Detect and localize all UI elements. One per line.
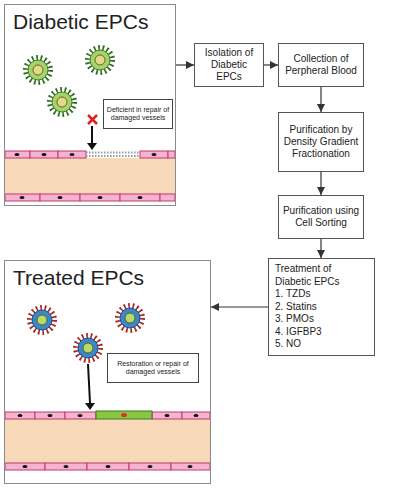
list-item: 1. TZDs	[275, 288, 310, 301]
node-label: Isolation of Diabetic EPCs	[198, 47, 260, 83]
cell-nucleus	[138, 196, 143, 199]
cell-nucleus	[188, 465, 193, 468]
process-box: Purification using Cell Sorting	[278, 195, 364, 239]
callout-arrow	[91, 126, 93, 143]
cell-nucleus	[70, 153, 75, 156]
flow-arrow	[320, 239, 321, 258]
callout-box: Restoration or repair of damaged vessels	[107, 353, 199, 383]
list-item: 5. NO	[275, 338, 301, 351]
diabetic-cell	[88, 48, 112, 72]
cell-nucleus	[148, 465, 153, 468]
endothelial-cell	[30, 151, 58, 158]
cell-nucleus	[78, 414, 83, 417]
endothelial-cell	[40, 194, 80, 201]
node-label: Purification using Cell Sorting	[282, 205, 360, 229]
box-heading: Treatment of Diabetic EPCs	[275, 263, 368, 288]
flow-arrow	[211, 306, 268, 307]
endothelial-cell	[120, 194, 160, 201]
cell-nucleus	[121, 413, 127, 417]
cell-nucleus	[165, 414, 170, 417]
cell-nucleus	[64, 465, 69, 468]
cell-nucleus	[194, 414, 199, 417]
endothelial-cell	[171, 463, 210, 470]
callout-arrowhead	[85, 403, 95, 410]
cell-nucleus	[48, 414, 53, 417]
vessel-lumen	[5, 419, 210, 463]
process-box: Isolation of Diabetic EPCs	[194, 43, 264, 87]
node-label: Restoration or repair of damaged vessels	[110, 360, 196, 376]
endothelial-cell	[5, 194, 40, 201]
cell-nucleus	[58, 196, 63, 199]
endothelial-cell	[5, 151, 30, 158]
node-label: Collection of Perpheral Blood	[282, 53, 360, 77]
diabetic-cell	[50, 90, 74, 114]
cell-nucleus	[152, 153, 157, 156]
endothelial-cell	[35, 412, 65, 419]
cell-nucleus	[18, 414, 23, 417]
endothelial-cell	[65, 412, 96, 419]
callout-arrow	[88, 364, 90, 403]
vessel-lumen	[5, 158, 175, 194]
diagram-panel: Diabetic EPCsDeficient in repair of dama…	[4, 4, 176, 206]
treated-cell	[30, 308, 54, 332]
diabetic-cell	[26, 58, 50, 82]
endothelial-cell	[5, 463, 45, 470]
endothelial-cell	[129, 463, 171, 470]
cell-nucleus	[106, 465, 111, 468]
endothelial-cell	[160, 194, 175, 201]
list-item: 4. IGFBP3	[275, 326, 322, 339]
process-box: Treatment of Diabetic EPCs1. TZDs2. Stat…	[268, 258, 375, 356]
endothelial-cell	[182, 412, 210, 419]
endothelial-cell	[140, 151, 168, 158]
cell-nucleus	[15, 153, 20, 156]
flow-arrow	[320, 87, 321, 112]
endothelial-cell	[45, 463, 87, 470]
node-label: Deficient in repair of damaged vessels	[106, 106, 170, 122]
endothelial-cell	[80, 194, 120, 201]
process-box: Purification by Density Gradient Fractio…	[278, 112, 364, 172]
flow-arrow	[176, 64, 194, 65]
endothelial-cell	[87, 463, 129, 470]
endothelial-cell	[152, 412, 182, 419]
callout-box: Deficient in repair of damaged vessels	[103, 99, 173, 129]
endothelial-cell	[5, 412, 35, 419]
process-box: Collection of Perpheral Blood	[278, 43, 364, 87]
treated-cell	[118, 306, 142, 330]
cell-nucleus	[23, 465, 28, 468]
flow-arrow	[320, 172, 321, 195]
repaired-patch	[96, 411, 152, 419]
treated-cell	[76, 336, 100, 360]
node-label: Purification by Density Gradient Fractio…	[282, 124, 360, 160]
panel-title: Treated EPCs	[13, 266, 144, 290]
callout-arrowhead	[87, 143, 97, 150]
red-cross	[88, 115, 97, 124]
damaged-gap	[86, 152, 140, 154]
damaged-gap	[86, 155, 140, 157]
list-item: 3. PMOs	[275, 313, 314, 326]
cell-nucleus	[42, 153, 47, 156]
flow-arrow	[264, 64, 278, 65]
cell-nucleus	[20, 196, 25, 199]
endothelial-cell	[168, 151, 175, 158]
red-cross	[88, 115, 97, 124]
list-item: 2. Statins	[275, 301, 317, 314]
endothelial-cell	[58, 151, 86, 158]
cell-nucleus	[98, 196, 103, 199]
diagram-panel: Treated EPCsRestoration or repair of dam…	[4, 260, 211, 484]
panel-title: Diabetic EPCs	[13, 10, 148, 34]
